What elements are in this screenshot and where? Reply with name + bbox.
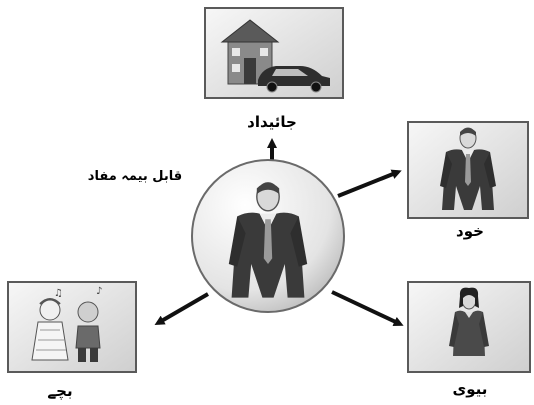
center-node xyxy=(191,159,345,313)
svg-text:♫: ♫ xyxy=(54,288,63,299)
arrow-to-wife xyxy=(331,290,404,326)
node-label-property: جائیداد xyxy=(247,113,297,131)
center-label: قابل بیمہ مفاد xyxy=(88,169,182,184)
arrows xyxy=(154,138,404,326)
node-label-children: بچے xyxy=(47,382,72,401)
node-wife xyxy=(407,281,531,373)
woman-icon xyxy=(449,287,489,356)
svg-text:♪: ♪ xyxy=(96,286,102,297)
children-icon: ♫ ♪ xyxy=(31,286,102,362)
node-label-self: خود xyxy=(456,222,484,240)
arrow-to-self xyxy=(337,169,402,198)
node-label-wife: بیوی xyxy=(453,380,488,398)
node-children: ♫ ♪ xyxy=(7,281,137,373)
node-property xyxy=(204,7,344,99)
house-and-car-icon xyxy=(220,19,330,93)
node-self xyxy=(407,121,529,219)
arrow-to-children xyxy=(154,292,210,326)
